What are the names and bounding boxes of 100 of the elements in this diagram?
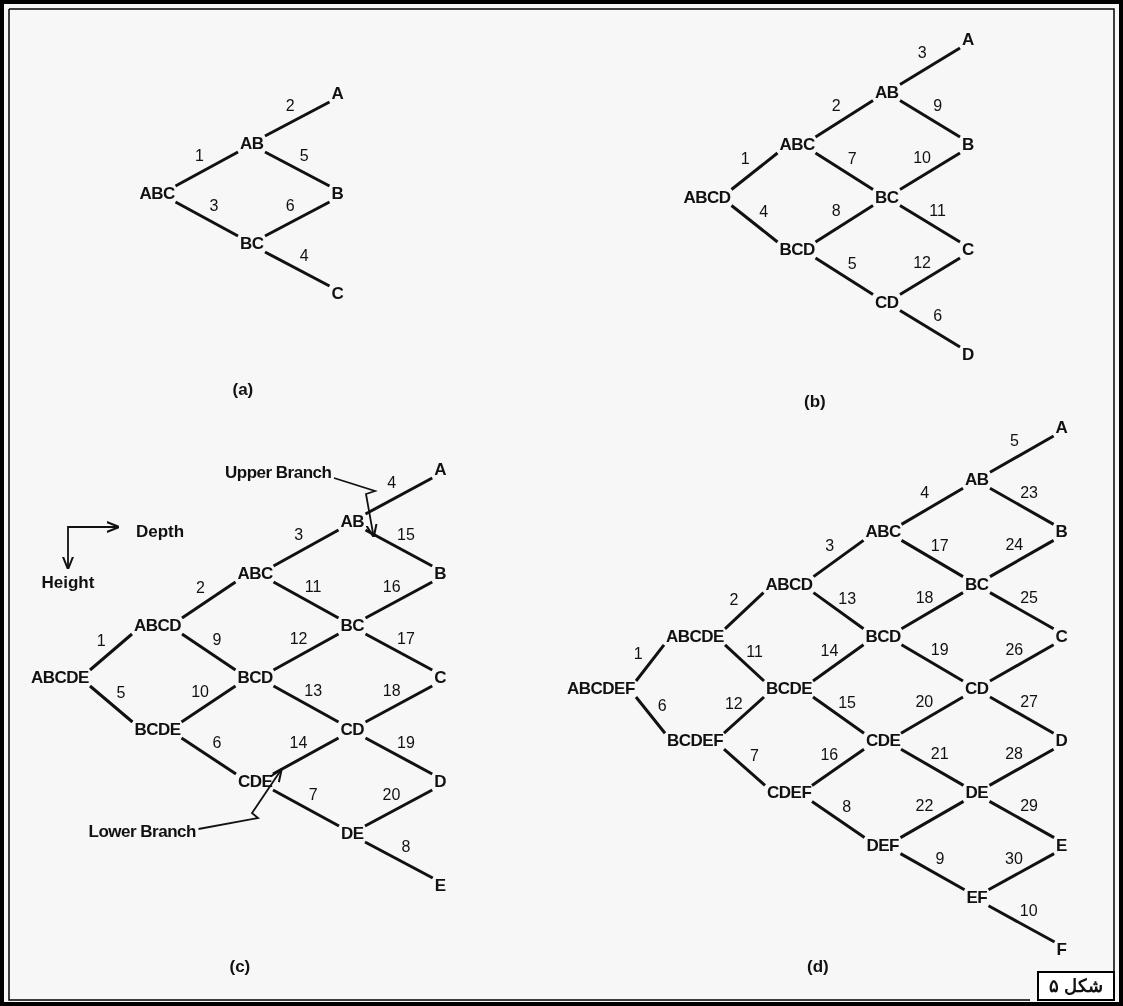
edge-label: 16 [382, 577, 401, 596]
connector-line [364, 528, 433, 568]
panel-caption: (c) [229, 957, 251, 977]
edge-label: 1 [740, 150, 750, 169]
connector-line [272, 684, 340, 724]
mixture-label: D [434, 772, 447, 792]
callout-text: Upper Branch [225, 463, 332, 483]
connector-line [364, 684, 433, 724]
panel-caption: (b) [804, 392, 826, 412]
mixture-label: BC [965, 574, 989, 595]
axis-label: Depth [136, 522, 185, 542]
edge-label: 6 [657, 696, 667, 715]
connector-line [812, 591, 865, 630]
connector-line [364, 632, 433, 672]
connector-line [89, 632, 133, 672]
connector-line [989, 591, 1055, 631]
edge-label: 7 [847, 149, 857, 168]
connector-line [89, 684, 134, 724]
edge-label: 22 [915, 797, 934, 816]
edge-label: 6 [212, 734, 222, 753]
edge-label: 27 [1020, 693, 1038, 712]
connector-line [730, 204, 779, 244]
edge-label: 13 [304, 681, 323, 700]
mixture-label: ABC [779, 135, 815, 155]
mixture-label: DE [341, 824, 364, 844]
connector-line [899, 852, 966, 892]
connector-line [634, 643, 666, 682]
edge-label: 4 [759, 203, 769, 221]
edge-label: 12 [913, 254, 931, 273]
connector-line [900, 539, 964, 578]
mixture-label: AB [340, 512, 365, 532]
connector-line [900, 486, 964, 526]
connector-line [724, 643, 765, 683]
mixture-label: ABC [237, 564, 273, 584]
edge-label: 2 [831, 97, 841, 116]
leader-arrow [197, 767, 283, 830]
mixture-label: CDE [238, 772, 273, 792]
connector-line [814, 204, 874, 244]
mixture-label: BCD [779, 240, 815, 260]
edge-label: 3 [209, 196, 219, 215]
edge-label: 20 [915, 693, 934, 712]
edge-label: 29 [1020, 797, 1038, 816]
connector-line [812, 643, 865, 683]
mixture-label: A [331, 84, 344, 104]
connector-line [264, 200, 331, 238]
connector-line [364, 840, 434, 880]
mixture-label: D [962, 345, 974, 365]
figure-number: شکل ۵ [1037, 971, 1115, 1001]
mixture-label: D [1055, 731, 1068, 752]
edge-label: 4 [387, 473, 397, 492]
edge-label: 1 [96, 631, 106, 650]
edge-label: 9 [933, 96, 943, 115]
connector-line [272, 736, 340, 776]
mixture-label: B [1055, 522, 1068, 543]
mixture-label: ABCD [683, 187, 731, 208]
edge-label: 15 [838, 693, 856, 712]
edge-label: 10 [1019, 901, 1038, 920]
connector-line [899, 800, 965, 839]
mixture-label: C [1055, 626, 1068, 647]
mixture-label: C [434, 668, 447, 688]
mixture-label: ABCD [134, 616, 182, 636]
mixture-label: A [962, 30, 974, 50]
connector-line [900, 591, 964, 631]
connector-line [723, 748, 766, 787]
edge-label: 6 [933, 306, 943, 325]
mixture-label: B [434, 564, 447, 584]
edge-label: 3 [917, 44, 927, 63]
connector-line [723, 591, 765, 630]
edge-label: 4 [920, 484, 930, 503]
edge-label: 24 [1005, 536, 1024, 555]
edge-label: 12 [724, 694, 743, 713]
mixture-label: B [331, 184, 344, 204]
edge-label: 7 [308, 785, 318, 804]
edge-label: 9 [935, 849, 945, 868]
edge-label: 11 [929, 201, 946, 220]
edge-label: 17 [397, 629, 415, 648]
mixture-label: BCD [865, 626, 901, 647]
edge-label: 30 [1005, 849, 1023, 868]
edge-label: 5 [116, 683, 126, 702]
edge-label: 12 [289, 629, 308, 648]
edge-label: 10 [913, 149, 931, 168]
connector-line [814, 256, 874, 296]
mixture-label: CDEF [767, 783, 812, 804]
connector-line [181, 632, 237, 672]
edge-label: 28 [1005, 745, 1023, 764]
mixture-label: ABCDE [666, 626, 724, 647]
connector-line [989, 695, 1055, 735]
mixture-label: ABCD [765, 574, 813, 595]
connector-line [364, 476, 433, 516]
axis-label: Height [41, 573, 95, 593]
edge-label: 14 [820, 641, 839, 660]
connector-line [272, 632, 340, 672]
mixture-label: CD [875, 292, 899, 313]
connector-line [899, 46, 961, 86]
mixture-label: E [434, 876, 446, 896]
edge-label: 26 [1005, 640, 1024, 659]
mixture-label: CDE [866, 731, 901, 752]
connector-line [272, 788, 340, 828]
mixture-label: ABC [865, 522, 901, 543]
edge-label: 2 [285, 96, 295, 115]
